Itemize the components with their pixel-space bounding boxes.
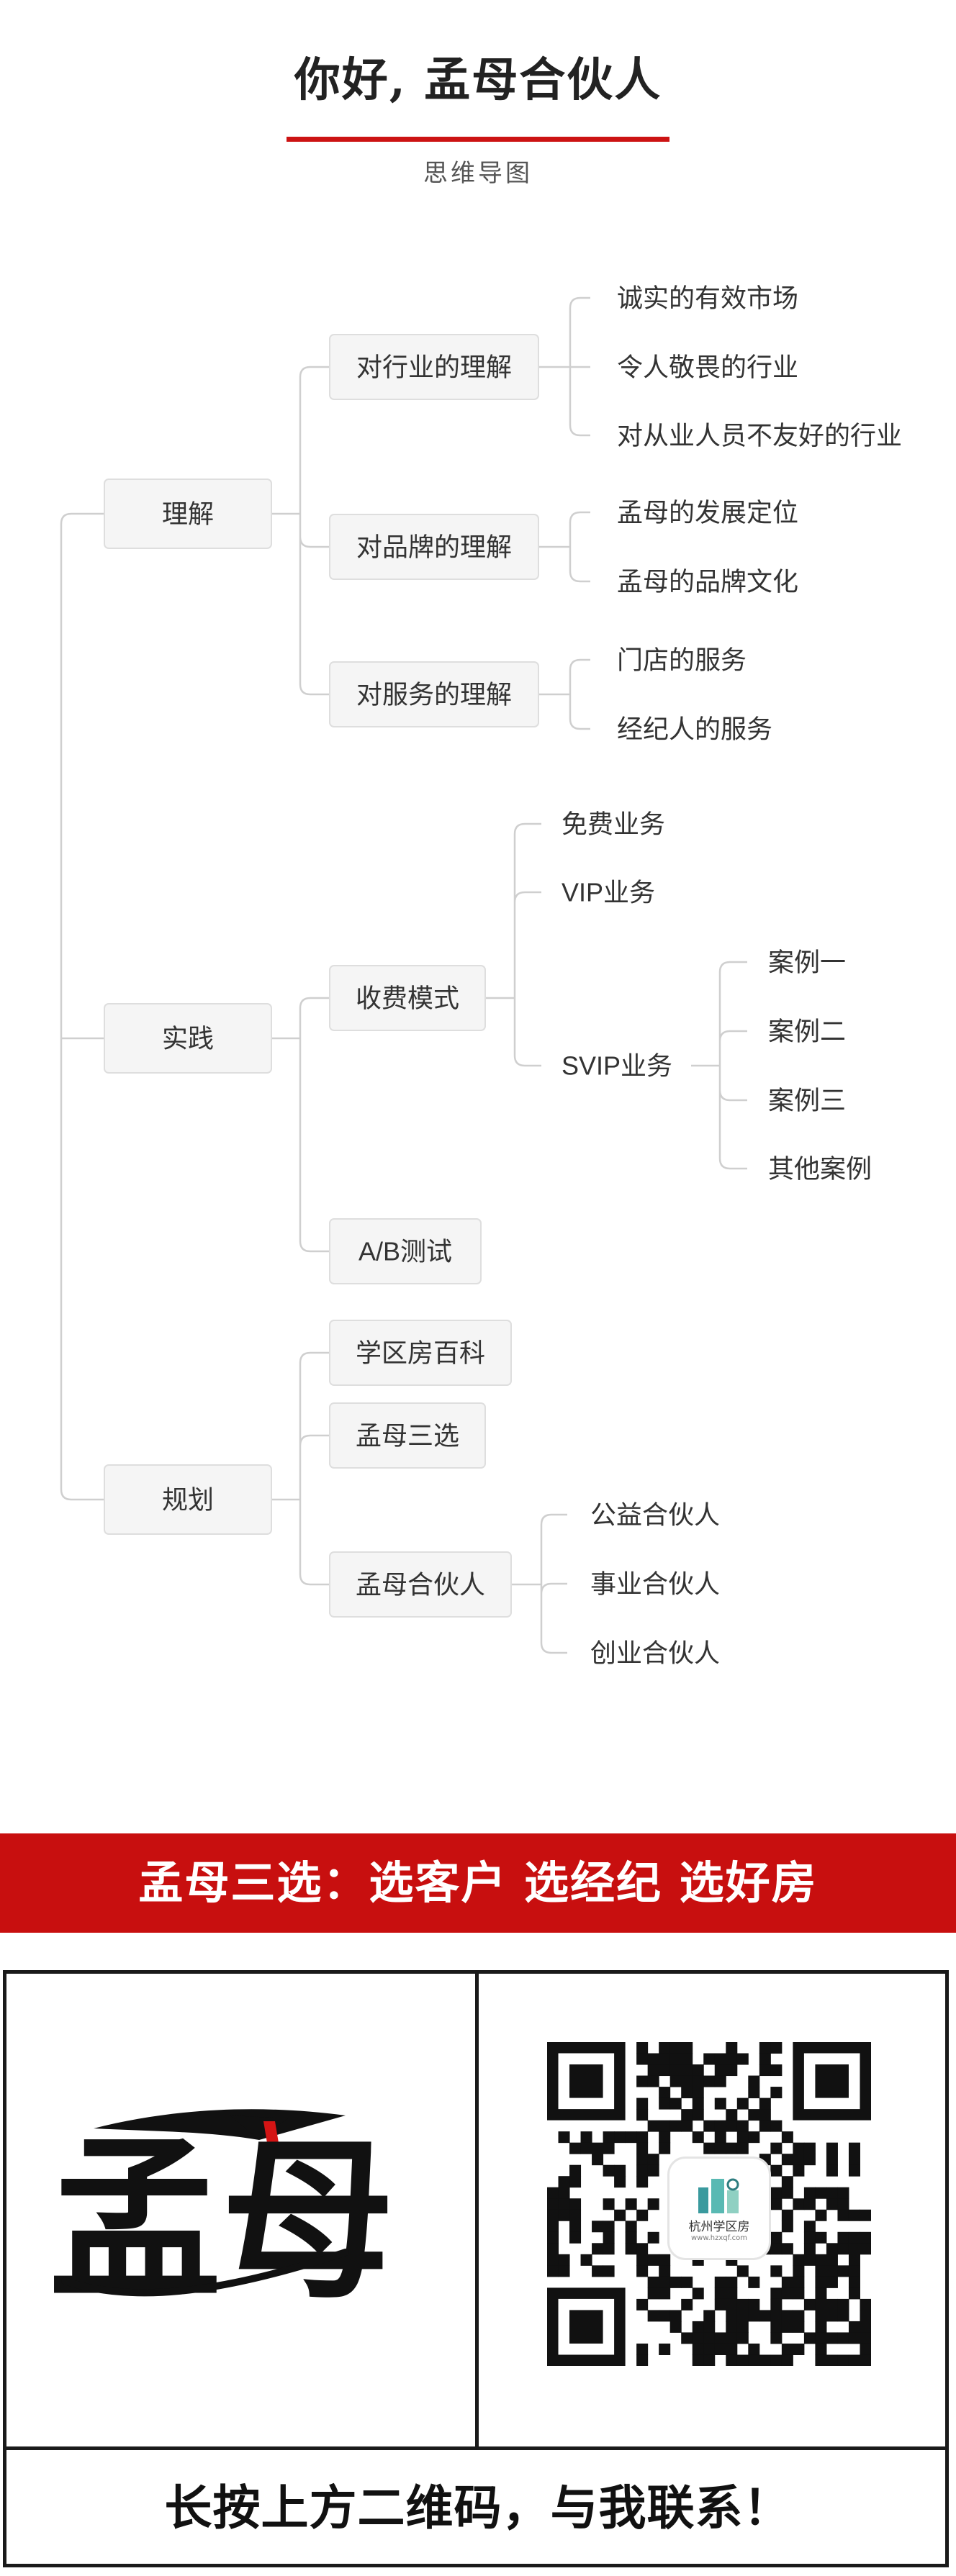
svg-text:孟母合伙人: 孟母合伙人 [356, 1570, 485, 1600]
footer-caption: 长按上方二维码，与我联系！ [164, 2480, 792, 2536]
svg-text:收费模式: 收费模式 [356, 984, 459, 1013]
mm-node-understanding: 理解 [104, 479, 272, 549]
mm-node-partner: 孟母合伙人 [329, 1551, 512, 1618]
mm-connector [691, 961, 747, 1170]
mm-node-brand-understanding: 对品牌的理解 [329, 514, 539, 580]
qr-badge: 杭州学区房 www.hzxqf.com [669, 2159, 769, 2258]
mm-leaf-agent-service: 经纪人的服务 [617, 715, 772, 744]
mm-leaf-case-3: 案例三 [768, 1086, 846, 1115]
mm-connector [271, 997, 330, 1253]
mm-node-ab-test: A/B测试 [329, 1218, 482, 1284]
svg-text:孟母三选: 孟母三选 [356, 1421, 459, 1451]
contact-card-divider-horizontal [3, 2446, 949, 2450]
mind-map: 理解 实践 规划 对行业的理解 对品牌的理解 对服务的理解 收费模式 A/B测试… [60, 284, 902, 1668]
mm-node-industry-understanding: 对行业的理解 [329, 334, 539, 400]
mm-connector [538, 658, 590, 730]
svg-text:对品牌的理解: 对品牌的理解 [356, 532, 512, 562]
page-title: 你好, 孟母合伙人 [294, 53, 662, 107]
mm-leaf-svip-business: SVIP业务 [562, 1051, 672, 1081]
mm-node-school-district-wiki: 学区房百科 [329, 1320, 512, 1386]
mm-leaf-unfriendly-industry: 对从业人员不友好的行业 [617, 421, 902, 450]
qr-badge-text: 杭州学区房 [688, 2220, 750, 2234]
mm-leaf-case-1: 案例一 [768, 948, 846, 977]
mm-leaf-case-2: 案例二 [768, 1017, 846, 1046]
svg-text:A/B测试: A/B测试 [358, 1237, 452, 1266]
mm-leaf-free-business: 免费业务 [562, 809, 665, 839]
page-subtitle: 思维导图 [423, 160, 533, 187]
mind-map-connectors [60, 296, 747, 1654]
mm-connector [271, 366, 330, 696]
mm-connector [271, 1351, 330, 1586]
mm-leaf-awe-industry: 令人敬畏的行业 [617, 353, 798, 382]
mm-node-practice: 实践 [104, 1003, 272, 1074]
mm-connector [485, 822, 541, 1067]
mm-leaf-store-service: 门店的服务 [617, 645, 747, 675]
mm-connector [511, 1513, 567, 1654]
mm-leaf-dev-positioning: 孟母的发展定位 [617, 498, 798, 527]
mm-connector [60, 512, 104, 1501]
contact-card-divider-vertical [475, 1970, 479, 2449]
mm-leaf-other-cases: 其他案例 [768, 1154, 872, 1184]
mm-connector [538, 296, 590, 437]
qr-badge-url: www.hzxqf.com [691, 2234, 747, 2242]
svg-text:对服务的理解: 对服务的理解 [356, 680, 512, 709]
mm-node-fee-model: 收费模式 [329, 965, 486, 1031]
mm-node-planning: 规划 [104, 1464, 272, 1535]
mm-connector [538, 511, 590, 583]
building-icon [698, 2178, 739, 2213]
mm-leaf-vip-business: VIP业务 [562, 878, 655, 907]
mm-node-three-choices: 孟母三选 [329, 1402, 486, 1469]
svg-text:实践: 实践 [162, 1024, 214, 1053]
svg-text:理解: 理解 [162, 499, 214, 529]
mm-leaf-career-partner: 事业合伙人 [590, 1569, 720, 1599]
mm-leaf-brand-culture: 孟母的品牌文化 [617, 567, 798, 597]
svg-text:学区房百科: 学区房百科 [356, 1338, 485, 1368]
mm-leaf-honest-market: 诚实的有效市场 [617, 284, 798, 313]
brand-logo: 孟母 [49, 2109, 394, 2317]
title-underline [287, 137, 669, 142]
svg-text:规划: 规划 [162, 1485, 214, 1515]
slogan-banner: 孟母三选：选客户 选经纪 选好房 [0, 1833, 956, 1933]
mm-node-service-understanding: 对服务的理解 [329, 661, 539, 727]
svg-text:对行业的理解: 对行业的理解 [356, 353, 512, 382]
mm-leaf-startup-partner: 创业合伙人 [590, 1638, 720, 1668]
mm-leaf-public-partner: 公益合伙人 [590, 1500, 720, 1530]
